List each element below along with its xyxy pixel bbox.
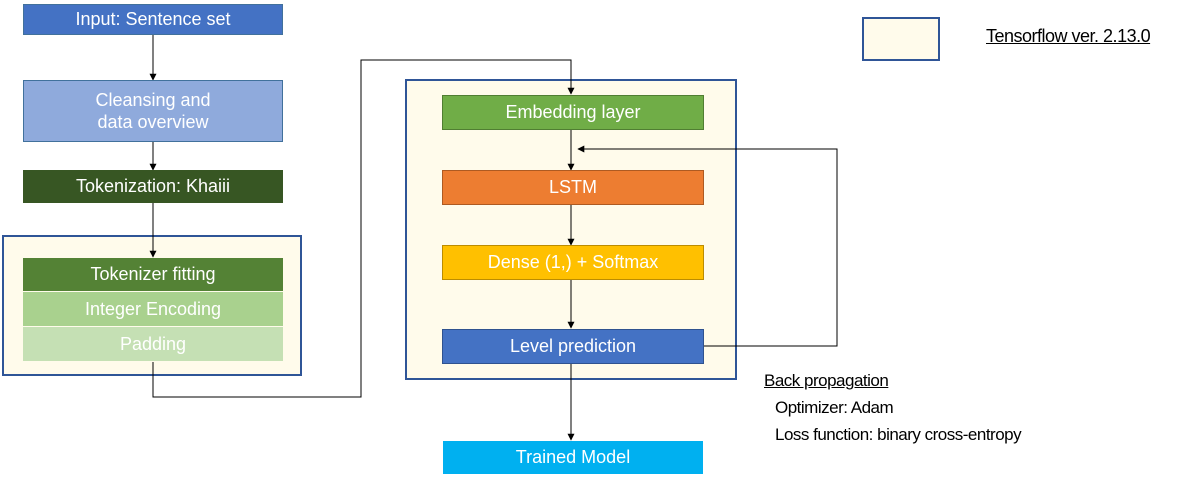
node-tokenizer-fitting: Tokenizer fitting [23,258,283,291]
node-lstm: LSTM [442,170,704,205]
node-level-prediction-label: Level prediction [509,336,637,357]
node-integer-encoding: Integer Encoding [23,292,283,326]
node-cleansing: Cleansing and data overview [23,80,283,142]
arrow-backprop-loop [577,145,838,347]
node-level-prediction: Level prediction [442,329,704,364]
node-tokenizer-fitting-label: Tokenizer fitting [90,264,216,285]
node-tokenization-label: Tokenization: Khaiii [75,176,231,197]
backprop-optimizer: Optimizer: Adam [775,398,894,417]
node-embedding-label: Embedding layer [505,102,641,123]
legend-label: Tensorflow ver. 2.13.0 [986,26,1151,46]
backprop-title: Back propagation [764,371,889,390]
node-dense: Dense (1,) + Softmax [442,245,704,280]
node-padding-label: Padding [119,333,187,354]
node-cleansing-line1: Cleansing and [95,89,211,110]
node-dense-label: Dense (1,) + Softmax [487,252,659,273]
node-trained-model-label: Trained Model [515,447,631,468]
node-tokenization: Tokenization: Khaiii [23,170,283,203]
node-lstm-label: LSTM [548,177,597,198]
legend-swatch [862,17,940,61]
node-input: Input: Sentence set [23,4,283,35]
arrow-padding-to-embedding [152,59,575,398]
node-cleansing-line2: data overview [97,112,209,132]
node-integer-encoding-label: Integer Encoding [84,298,222,319]
node-embedding: Embedding layer [442,95,704,130]
node-trained-model: Trained Model [443,441,703,474]
node-padding: Padding [23,327,283,361]
node-input-label: Input: Sentence set [75,9,231,30]
backprop-loss: Loss function: binary cross-entropy [775,425,1022,444]
